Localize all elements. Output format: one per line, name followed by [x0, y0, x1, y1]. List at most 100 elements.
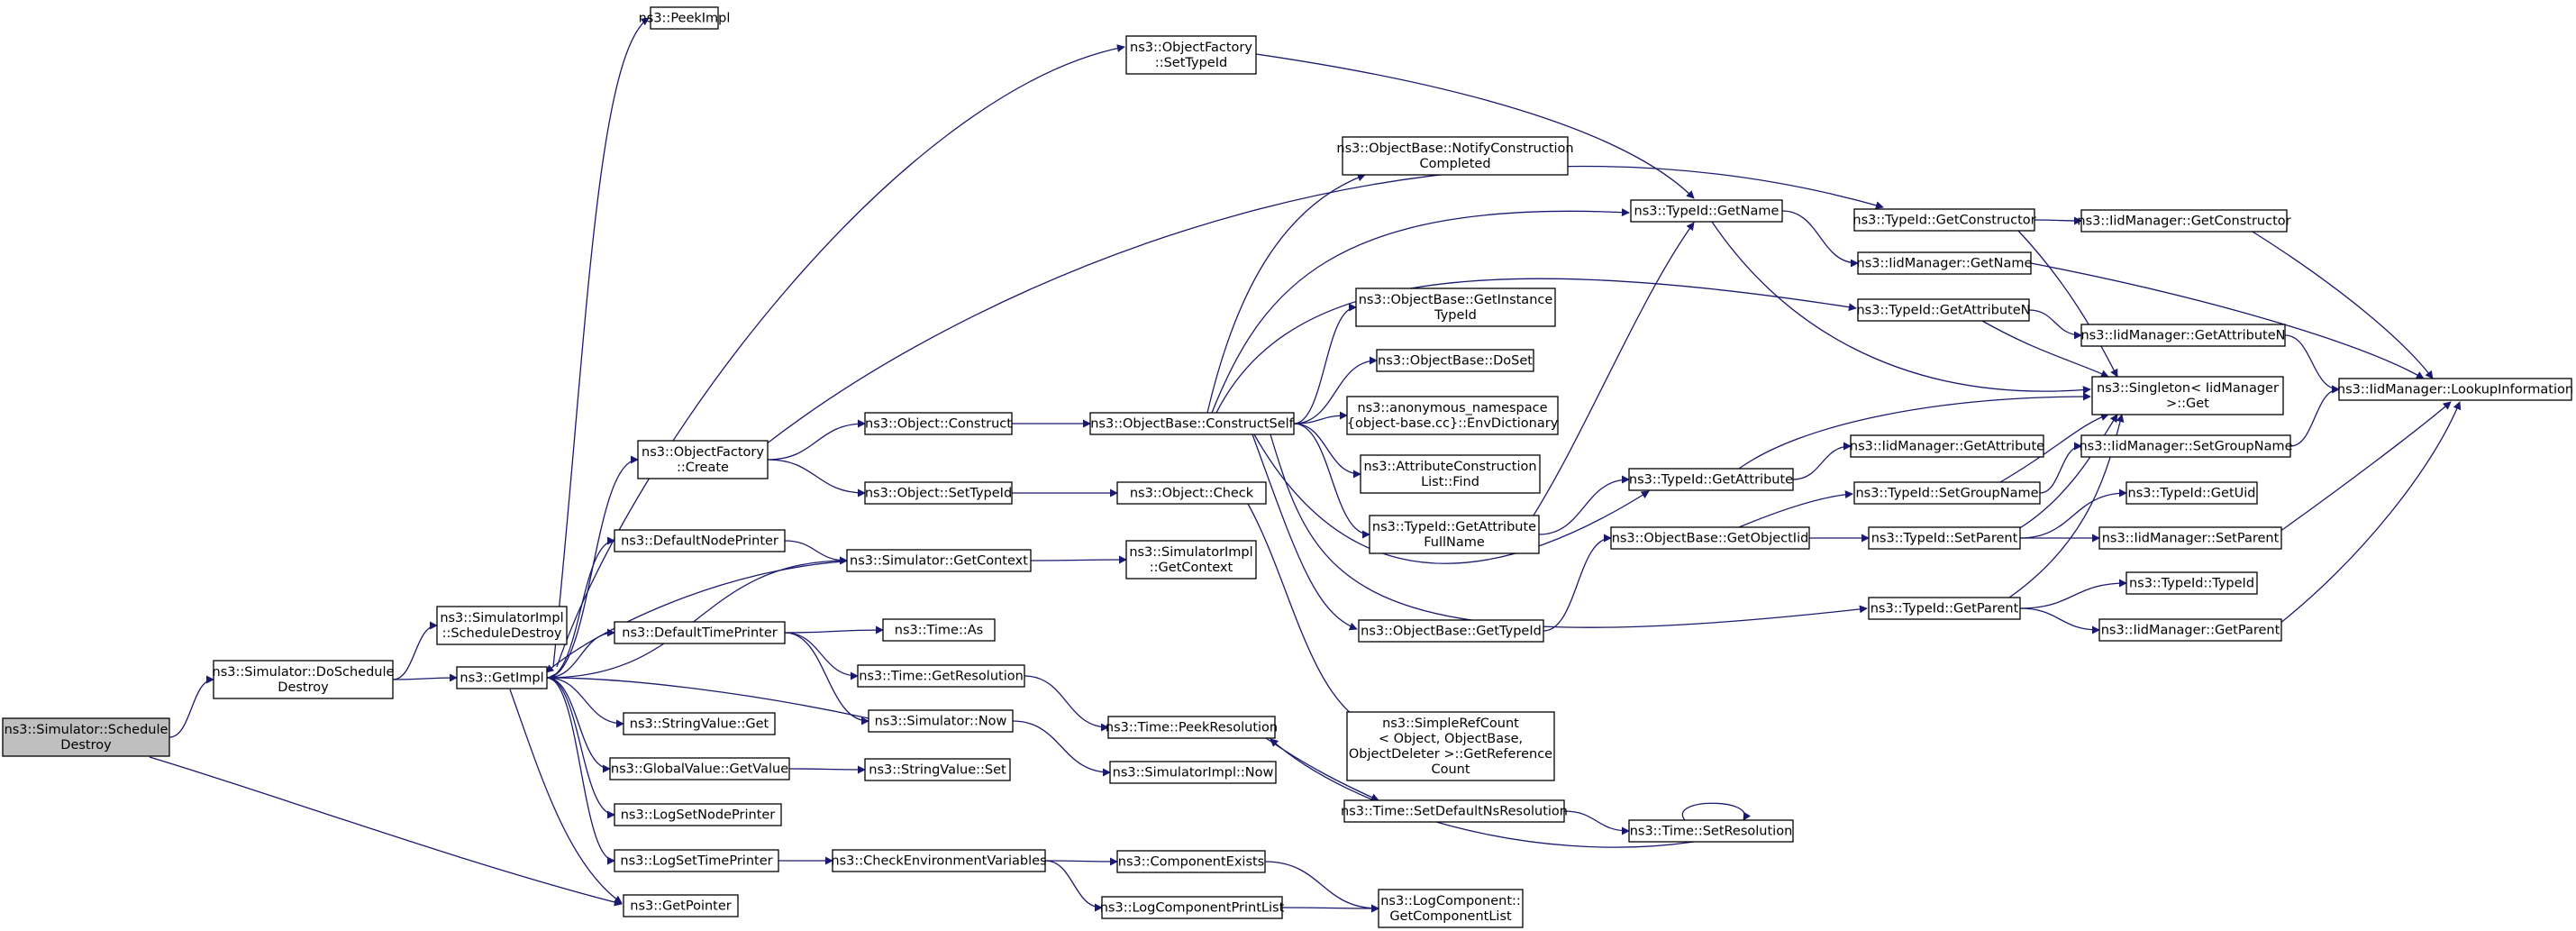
function-node[interactable]: ns3::ObjectBase::ConstructSelf [1089, 412, 1295, 435]
function-node[interactable]: ns3::LogSetTimePrinter [614, 849, 779, 872]
call-edge-line [1293, 303, 1357, 424]
function-node[interactable]: ns3::TypeId::GetParent [1868, 597, 2021, 620]
call-edge-line [1247, 503, 1361, 722]
function-node-label: ns3::Object::SetTypeId [865, 487, 1012, 501]
function-node[interactable]: ns3::LogComponent::GetComponentList [1378, 889, 1524, 928]
call-edge [392, 621, 438, 680]
function-node[interactable]: ns3::Object::Construct [864, 412, 1013, 435]
call-edge [546, 677, 615, 865]
function-node[interactable]: ns3::PeekImpl [639, 6, 731, 30]
function-node[interactable]: ns3::TypeId::GetAttributeN [1856, 298, 2031, 322]
call-edge-line [1531, 222, 1695, 519]
function-node[interactable]: ns3::ObjectBase::DoSet [1376, 349, 1534, 372]
function-node-label: GetComponentList [1389, 909, 1512, 924]
function-node[interactable]: ns3::CheckEnvironmentVariables [831, 849, 1047, 872]
function-node-label: ns3::IidManager::LookupInformation [2337, 383, 2573, 397]
call-edge-line [168, 675, 214, 738]
call-edge-line [2034, 216, 2082, 225]
call-edge-line [546, 677, 615, 865]
function-node-label: ns3::Object::Construct [865, 417, 1012, 432]
call-edge-line [545, 560, 857, 673]
call-edge-line [1293, 356, 1378, 424]
function-node[interactable]: ns3::Singleton< IidManager>::Get [2091, 376, 2284, 415]
function-node-box [2, 717, 170, 757]
call-edge-line [1293, 411, 1348, 424]
function-node[interactable]: ns3::ComponentExists [1116, 850, 1266, 873]
function-node-box [1342, 136, 1569, 176]
function-node[interactable]: ns3::Simulator::GetContext [846, 549, 1032, 572]
call-edge-line [392, 673, 458, 682]
function-node[interactable]: ns3::ObjectFactory::SetTypeId [1125, 35, 1257, 75]
function-node[interactable]: ns3::GetImpl [456, 666, 548, 689]
call-edge-line [1206, 173, 1366, 414]
function-node[interactable]: ns3::Time::SetResolution [1628, 819, 1794, 843]
function-node[interactable]: ns3::IidManager::LookupInformation [2337, 378, 2573, 401]
call-edge-line [1738, 490, 1853, 528]
function-node[interactable]: ns3::Object::Check [1116, 481, 1267, 505]
call-edge-line [765, 165, 1884, 445]
function-node-label: ns3::Time::SetResolution [1630, 825, 1793, 839]
function-node[interactable]: ns3::SimpleRefCount< Object, ObjectBase,… [1346, 711, 1555, 781]
function-node-box [1857, 251, 2032, 275]
function-node[interactable]: ns3::TypeId::TypeId [2125, 571, 2258, 595]
call-edge [784, 625, 884, 634]
function-node-label: ns3::ObjectFactory [1130, 41, 1252, 55]
function-node[interactable]: ns3::TypeId::SetParent [1868, 526, 2021, 550]
function-node[interactable]: ns3::TypeId::GetUid [2125, 481, 2258, 505]
function-node[interactable]: ns3::Simulator::Now [868, 709, 1014, 733]
call-edge-line [2284, 334, 2340, 394]
call-edge [1293, 423, 1370, 539]
function-node[interactable]: ns3::ObjectFactory::Create [637, 440, 769, 479]
call-edge [1531, 222, 1695, 519]
call-edge [1792, 442, 1852, 480]
function-node[interactable]: ns3::StringValue::Get [623, 712, 776, 735]
function-node[interactable]: ns3::SimulatorImpl::Now [1109, 761, 1277, 784]
function-node[interactable]: ns3::IidManager::SetGroupName [2079, 434, 2293, 458]
function-node[interactable]: ns3::IidManager::GetName [1857, 251, 2033, 275]
call-edge [547, 673, 869, 719]
function-node[interactable]: ns3::ObjectBase::NotifyConstructionCompl… [1336, 136, 1574, 176]
function-node[interactable]: ns3::TypeId::GetName [1630, 199, 1783, 223]
function-node[interactable]: ns3::SimulatorImpl::GetContext [1125, 540, 1257, 580]
function-node[interactable]: ns3::GlobalValue::GetValue [609, 757, 790, 780]
call-edge-line [1563, 810, 1630, 835]
function-node[interactable]: ns3::ObjectBase::GetObjectIid [1610, 526, 1810, 550]
function-node[interactable]: ns3::TypeId::SetGroupName [1853, 481, 2041, 505]
function-node[interactable]: ns3::DefaultNodePrinter [614, 529, 786, 552]
function-node[interactable]: ns3::LogSetNodePrinter [614, 803, 782, 826]
function-node[interactable]: ns3::Time::SetDefaultNsResolution [1341, 799, 1568, 823]
function-node-label: ns3::AttributeConstruction [1363, 460, 1536, 474]
call-edge-line [1012, 720, 1111, 777]
function-node[interactable]: ns3::ObjectBase::GetTypeId [1358, 619, 1544, 643]
function-node[interactable]: ns3::IidManager::SetParent [2098, 526, 2282, 550]
function-node-box [2098, 618, 2282, 642]
function-node-box [1107, 716, 1276, 739]
call-edge [2279, 401, 2462, 625]
function-node-box [1630, 199, 1783, 223]
function-node[interactable]: ns3::StringValue::Set [864, 758, 1011, 781]
function-node[interactable]: ns3::TypeId::GetConstructor [1852, 208, 2036, 232]
call-edge-line [392, 621, 438, 680]
function-node[interactable]: ns3::anonymous_namespace{object-base.cc}… [1346, 396, 1559, 435]
call-edge [1293, 356, 1378, 424]
function-node[interactable]: ns3::DefaultTimePrinter [614, 621, 786, 644]
call-edge-line [552, 17, 650, 668]
function-node[interactable]: ns3::IidManager::GetParent [2098, 618, 2282, 642]
function-node[interactable]: ns3::LogComponentPrintList [1100, 896, 1285, 919]
function-node[interactable]: ns3::Time::GetResolution [857, 664, 1025, 688]
function-node[interactable]: ns3::GetPointer [623, 894, 739, 917]
function-node-box [650, 6, 719, 30]
function-node[interactable]: ns3::Object::SetTypeId [864, 481, 1013, 505]
function-node[interactable]: ns3::IidManager::GetAttribute [1850, 434, 2044, 458]
function-node[interactable]: ns3::IidManager::GetAttributeN [2080, 324, 2286, 347]
function-node[interactable]: ns3::SimulatorImpl::ScheduleDestroy [436, 606, 568, 645]
root-function-node[interactable]: ns3::Simulator::ScheduleDestroy [2, 717, 170, 757]
function-node[interactable]: ns3::Time::PeekResolution [1106, 716, 1278, 739]
function-node[interactable]: ns3::TypeId::GetAttribute [1628, 468, 1794, 491]
function-node[interactable]: ns3::Time::As [882, 618, 996, 642]
function-node[interactable]: ns3::IidManager::GetConstructor [2077, 209, 2291, 233]
